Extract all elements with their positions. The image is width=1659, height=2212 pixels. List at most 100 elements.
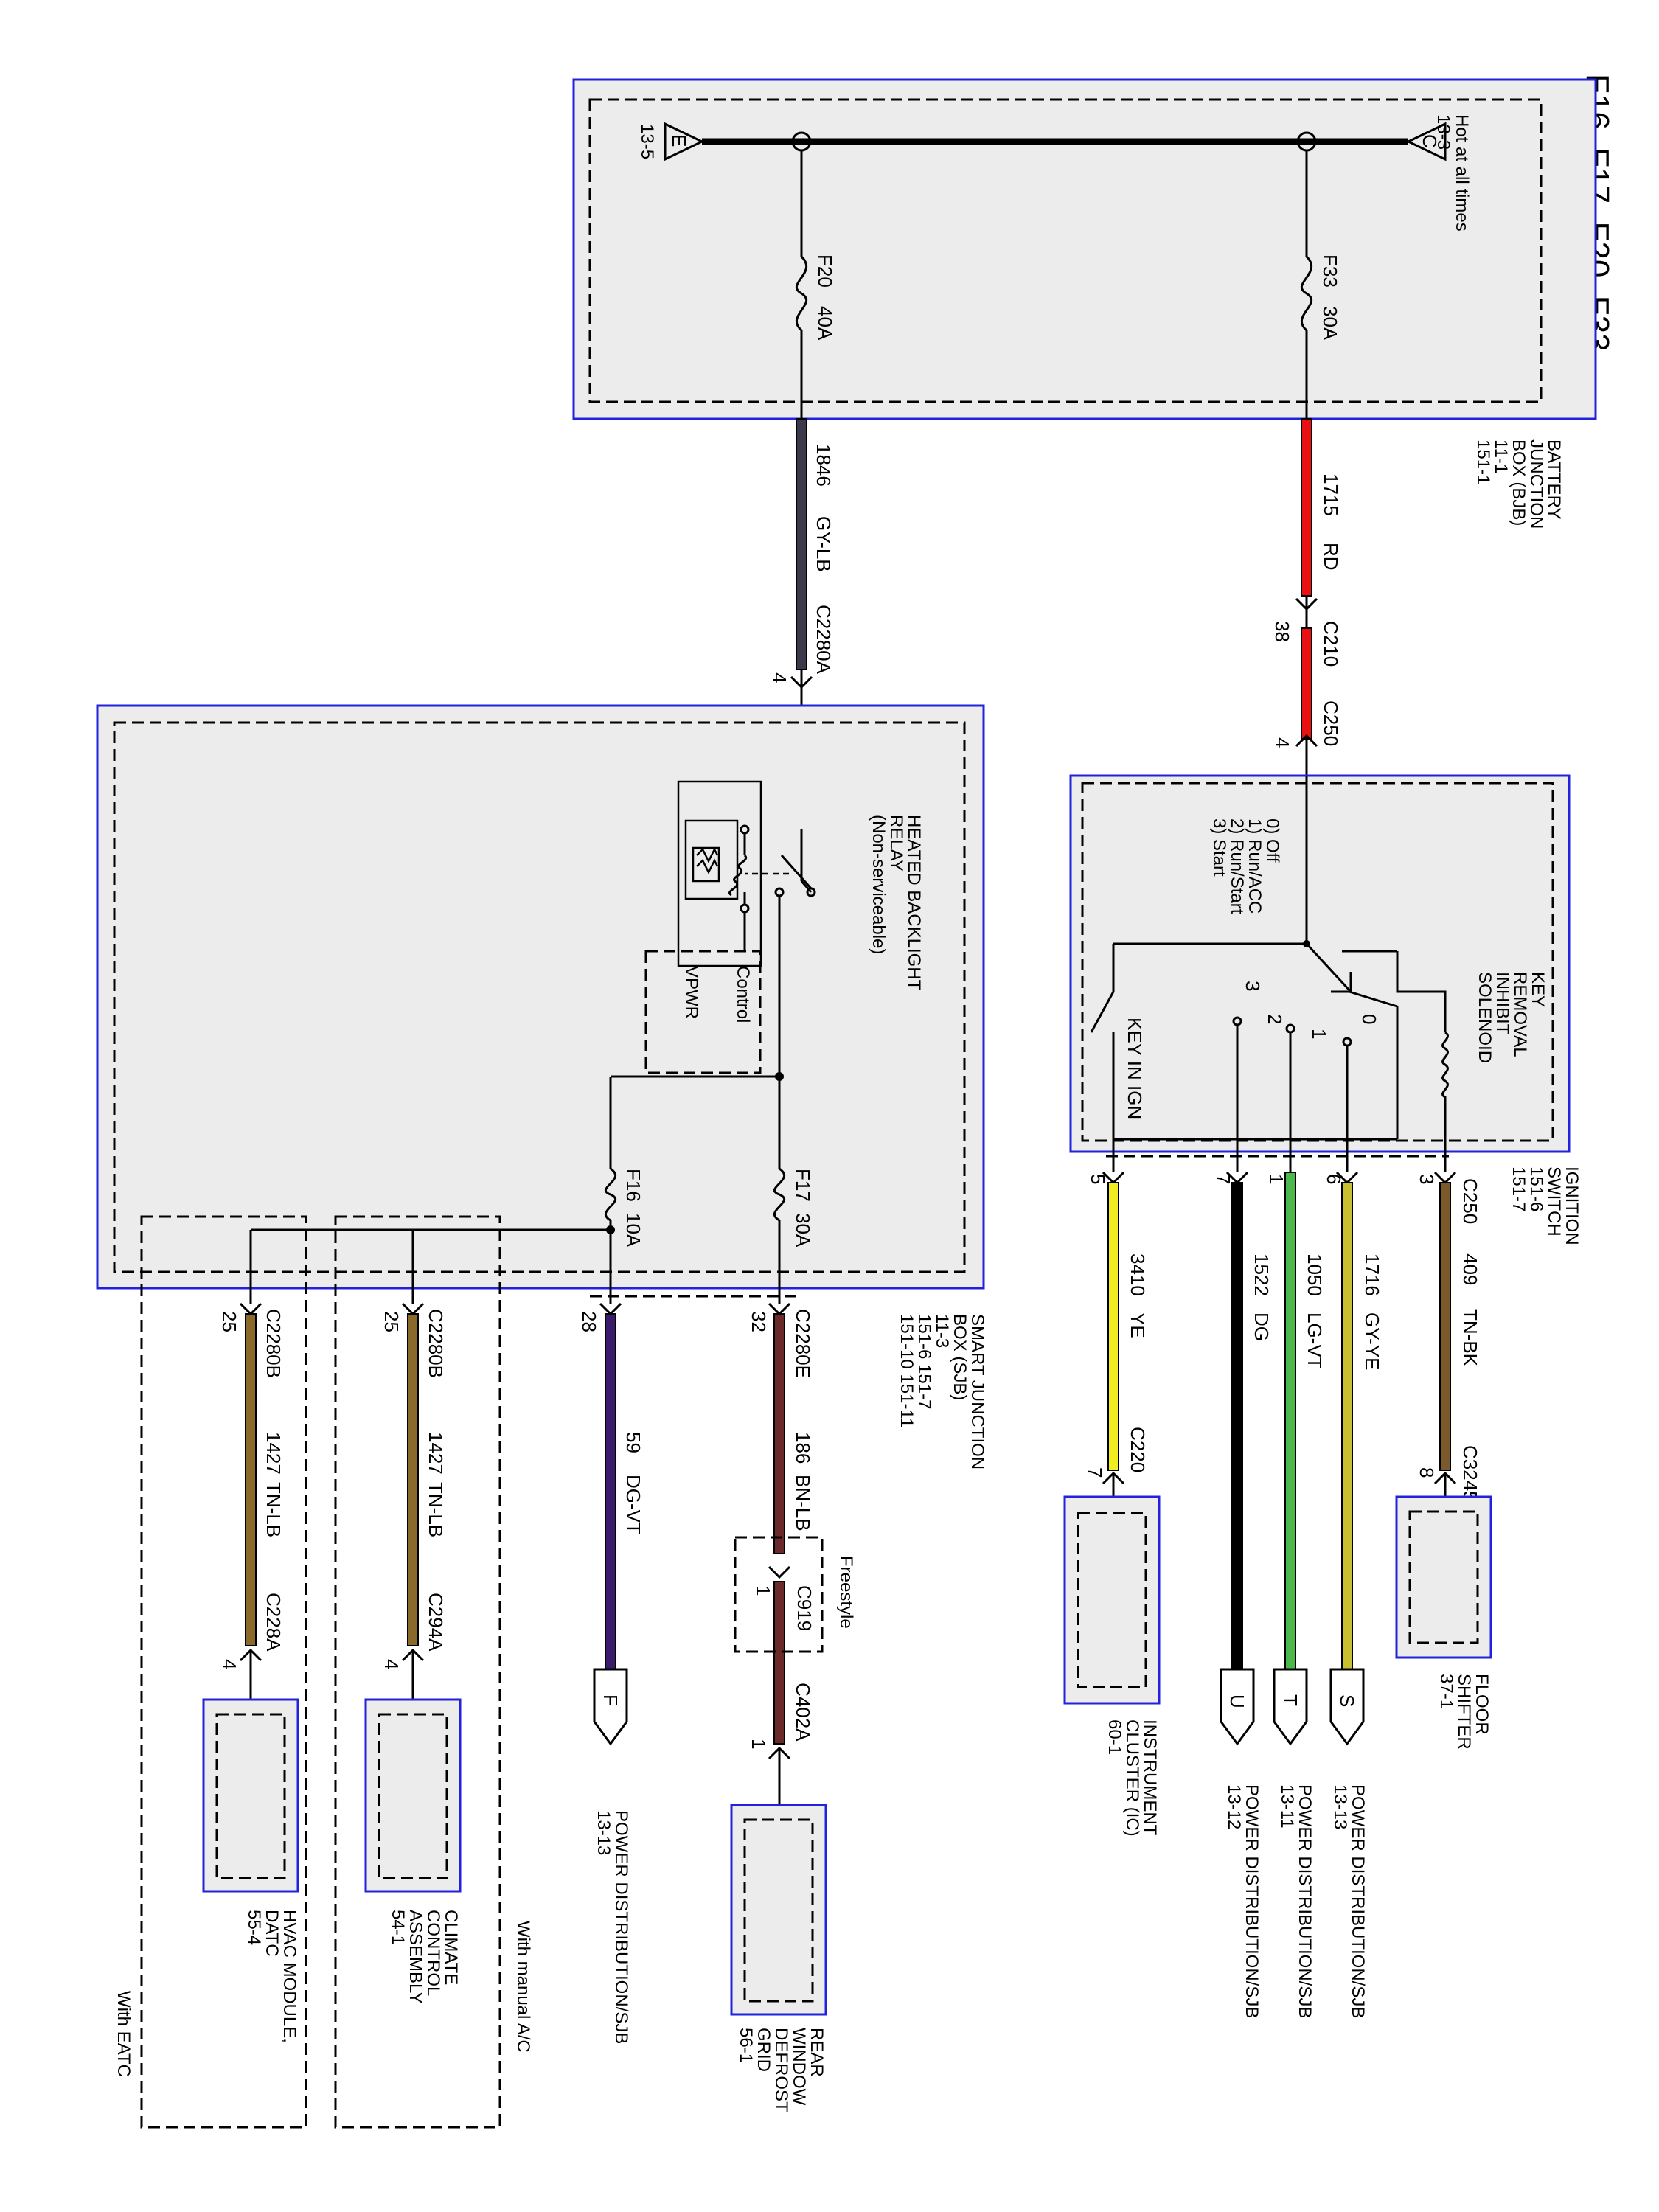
svg-text:1: 1 <box>1308 1029 1330 1039</box>
svg-text:0) Off: 0) Off <box>1262 818 1282 863</box>
svg-text:1: 1 <box>1265 1174 1287 1184</box>
svg-text:T: T <box>1279 1694 1301 1706</box>
hot-terminal-c <box>1405 122 1447 161</box>
svg-text:HVAC MODULE,: HVAC MODULE, <box>279 1910 299 2043</box>
svg-text:6: 6 <box>1323 1174 1345 1184</box>
destination-f: F POWER DISTRIBUTION/SJB 13-13 <box>593 1668 631 2044</box>
svg-text:INSTRUMENT: INSTRUMENT <box>1140 1719 1160 1836</box>
svg-text:10A: 10A <box>622 1213 644 1248</box>
connector-c220: C220 <box>1127 1427 1149 1472</box>
svg-text:8: 8 <box>1416 1467 1438 1478</box>
svg-text:GY-LB: GY-LB <box>813 516 835 572</box>
connector-c294a: C294A <box>425 1593 447 1652</box>
svg-text:3: 3 <box>1416 1174 1438 1184</box>
hot-at-all-times-label: Hot at all times <box>1452 114 1472 232</box>
svg-text:WINDOW: WINDOW <box>789 2028 809 2106</box>
svg-text:7: 7 <box>1084 1467 1106 1478</box>
sjb-output-wires: C2280E 32 186 BN-LB Freestyle C919 1 C40… <box>218 1295 856 1805</box>
svg-text:LG-VT: LG-VT <box>1304 1312 1326 1369</box>
connector-c228a: C228A <box>262 1593 285 1652</box>
connector-c250-top: C250 <box>1320 700 1342 746</box>
svg-text:13-13: 13-13 <box>594 1810 613 1855</box>
svg-text:1427: 1427 <box>262 1432 285 1475</box>
ignition-switch: 0 1 2 3 KEY IN IGN 0) Off 1) Run/ACC 2) … <box>1069 774 1582 1245</box>
svg-text:30A: 30A <box>792 1213 814 1248</box>
svg-text:5: 5 <box>1087 1174 1109 1184</box>
relay-label: HEATED BACKLIGHT RELAY (Non-serviceable) <box>869 815 924 991</box>
svg-text:4: 4 <box>768 672 790 683</box>
svg-text:REAR: REAR <box>807 2028 827 2077</box>
svg-text:1846: 1846 <box>813 444 835 487</box>
connector-c3245: C3245 <box>1459 1445 1481 1502</box>
bjb-name-label: BATTERY JUNCTION BOX (BJB) 11-1 151-1 <box>1473 439 1564 529</box>
svg-text:13-13: 13-13 <box>1330 1784 1350 1829</box>
smart-junction-box: Control VPWR HEATED BACKLIGHT RELAY (Non… <box>96 704 987 1470</box>
svg-text:1522: 1522 <box>1251 1253 1273 1296</box>
svg-text:KEY: KEY <box>1528 972 1548 1007</box>
svg-text:2) Run/Start: 2) Run/Start <box>1227 818 1247 914</box>
svg-text:SWITCH: SWITCH <box>1544 1166 1564 1237</box>
fuse-f20: F20 <box>814 254 836 288</box>
svg-text:54-1: 54-1 <box>388 1910 408 1945</box>
svg-text:REMOVAL: REMOVAL <box>1510 972 1530 1057</box>
svg-text:2: 2 <box>1264 1014 1286 1024</box>
svg-text:C: C <box>1419 134 1441 148</box>
freestyle-label: Freestyle <box>836 1556 856 1629</box>
svg-text:13-3: 13-3 <box>1433 114 1453 150</box>
instrument-cluster: INSTRUMENT CLUSTER (IC) 60-1 <box>1063 1495 1161 1837</box>
connector-c2280b-eatc: C2280B <box>262 1309 285 1378</box>
svg-text:60-1: 60-1 <box>1105 1719 1124 1755</box>
svg-text:1427: 1427 <box>425 1432 447 1475</box>
svg-text:C250: C250 <box>1459 1178 1481 1224</box>
svg-text:RD: RD <box>1320 543 1342 571</box>
climate-control-assembly: CLIMATE CONTROL ASSEMBLY 54-1 With manua… <box>334 1215 533 2129</box>
svg-text:0: 0 <box>1358 1014 1380 1024</box>
svg-text:TN-LB: TN-LB <box>425 1482 447 1537</box>
ignition-positions: 0) Off 1) Run/ACC 2) Run/Start 3) Start <box>1209 818 1282 914</box>
control-label: Control <box>733 966 753 1023</box>
svg-text:37-1: 37-1 <box>1436 1674 1456 1709</box>
svg-text:151-6 151-7: 151-6 151-7 <box>914 1314 934 1409</box>
svg-text:28: 28 <box>578 1311 600 1332</box>
fuse-f16: F16 <box>622 1169 644 1202</box>
svg-text:DG: DG <box>1251 1312 1273 1341</box>
svg-text:DEFROST: DEFROST <box>771 2028 791 2112</box>
svg-text:186: 186 <box>792 1432 814 1464</box>
svg-text:40A: 40A <box>814 306 836 341</box>
svg-text:151-10 151-11: 151-10 151-11 <box>897 1314 917 1427</box>
svg-text:SMART JUNCTION: SMART JUNCTION <box>967 1314 987 1470</box>
svg-text:38: 38 <box>1271 621 1293 642</box>
eatc-label: With EATC <box>114 1991 133 2077</box>
connector-c2280b-manual: C2280B <box>425 1309 447 1378</box>
svg-text:BOX (BJB): BOX (BJB) <box>1509 439 1528 526</box>
svg-text:59: 59 <box>622 1432 644 1453</box>
connector-c2280a: C2280A <box>813 605 835 675</box>
svg-text:CLUSTER (IC): CLUSTER (IC) <box>1122 1719 1142 1837</box>
svg-text:YE: YE <box>1127 1312 1149 1338</box>
svg-text:4: 4 <box>380 1659 403 1669</box>
svg-text:3: 3 <box>1242 981 1264 991</box>
svg-text:BATTERY: BATTERY <box>1544 439 1564 519</box>
svg-text:POWER DISTRIBUTION/SJB: POWER DISTRIBUTION/SJB <box>1295 1784 1315 2018</box>
svg-text:4: 4 <box>1271 737 1293 748</box>
svg-text:3410: 3410 <box>1127 1253 1149 1296</box>
manual-ac-label: With manual A/C <box>513 1921 533 2053</box>
svg-text:1) Run/ACC: 1) Run/ACC <box>1245 818 1265 914</box>
ignition-switch-name: IGNITION SWITCH 151-6 151-7 <box>1509 1166 1582 1245</box>
destination-s: S POWER DISTRIBUTION/SJB 13-13 <box>1329 1668 1368 2018</box>
connector-c402a: C402A <box>792 1683 814 1742</box>
svg-text:POWER DISTRIBUTION/SJB: POWER DISTRIBUTION/SJB <box>1242 1784 1262 2018</box>
svg-text:TN-BK: TN-BK <box>1459 1309 1481 1367</box>
svg-text:SOLENOID: SOLENOID <box>1475 972 1495 1063</box>
solenoid-label: KEY REMOVAL INHIBIT SOLENOID <box>1475 972 1548 1063</box>
svg-text:GRID: GRID <box>754 2028 773 2072</box>
svg-text:3) Start: 3) Start <box>1209 818 1229 877</box>
svg-text:1: 1 <box>748 1739 770 1749</box>
svg-text:25: 25 <box>218 1311 240 1332</box>
svg-text:151-7: 151-7 <box>1509 1166 1528 1211</box>
svg-text:FLOOR: FLOOR <box>1472 1674 1492 1735</box>
svg-text:GY-YE: GY-YE <box>1361 1312 1383 1371</box>
svg-text:BOX (SJB): BOX (SJB) <box>950 1314 970 1400</box>
svg-text:CONTROL: CONTROL <box>423 1910 443 1996</box>
